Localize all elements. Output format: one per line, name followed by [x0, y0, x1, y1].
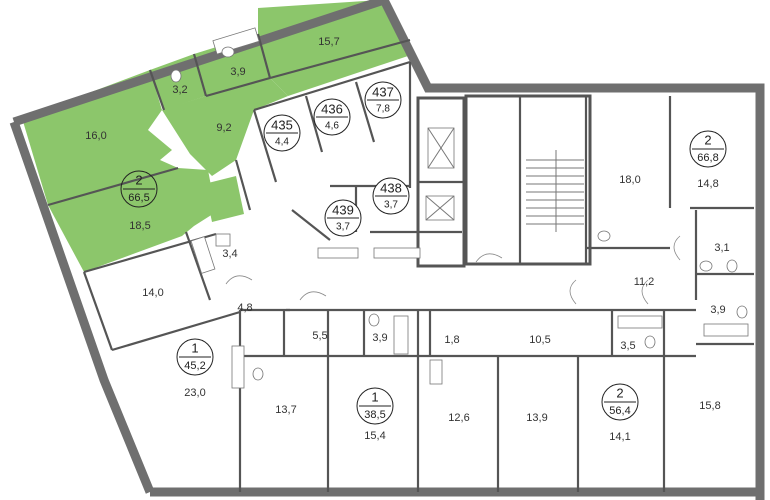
room-area-label: 3,4 [222, 248, 237, 260]
storage-number: 436 [321, 101, 343, 116]
storage-number: 437 [372, 84, 394, 99]
storage-439[interactable]: 439 3,7 [324, 199, 362, 237]
room-area-label: 12,6 [448, 412, 469, 424]
apartment-badge [120, 170, 158, 208]
apartment-rooms: 1 [371, 389, 378, 404]
room-hall-9-2 [162, 78, 288, 176]
storage-area: 7,8 [376, 104, 390, 115]
room-area-label: 14,1 [609, 431, 630, 443]
staircase [526, 150, 584, 232]
room-area-label: 3,9 [230, 66, 245, 78]
storage-area: 3,7 [336, 222, 350, 233]
interior-walls [47, 33, 754, 492]
apartment-total-area: 45,2 [184, 360, 205, 372]
storage-area: 4,6 [325, 121, 339, 132]
storage-units: 435 4,4 436 4,6 437 7,8 438 3,7 439 3,7 [263, 81, 410, 237]
room-area-label: 1,8 [444, 334, 459, 346]
room-area-label: 14,0 [142, 287, 163, 299]
storage-area: 3,7 [384, 200, 398, 211]
room-area-label: 15,8 [699, 400, 720, 412]
room-area-label: 11,2 [634, 276, 655, 288]
room-area-label: 15,7 [318, 36, 339, 48]
room-area-label: 18,0 [619, 174, 640, 186]
room-area-label: 4,8 [237, 302, 252, 314]
room-area-label: 9,2 [216, 122, 231, 134]
storage-number: 435 [271, 117, 293, 132]
room-area-label: 3,9 [710, 304, 725, 316]
room-area-label: 15,4 [364, 430, 385, 442]
apartment-total-area: 56,4 [609, 405, 630, 417]
room-area-label: 3,1 [714, 242, 729, 254]
room-kitchen-alcove [204, 176, 244, 222]
storage-436[interactable]: 436 4,6 [313, 98, 351, 136]
room-area-label: 3,2 [172, 84, 187, 96]
apartment-1-left[interactable]: 1 45,2 [176, 338, 214, 376]
apartment-2-upper-right[interactable]: 2 66,8 [689, 130, 727, 168]
apartment-rooms: 2 [704, 132, 711, 147]
outer-walls [9, 0, 765, 500]
sanitary-fixtures [170, 27, 749, 389]
apartment-rooms: 1 [191, 340, 198, 355]
room-area-label: 16,0 [85, 130, 106, 142]
apartment-1-center[interactable]: 1 38,5 [356, 387, 394, 425]
storage-437[interactable]: 437 7,8 [364, 81, 402, 119]
apartment-2-lower-right[interactable]: 2 56,4 [601, 383, 639, 421]
room-bath-3-9 [194, 34, 270, 96]
room-area-label: 13,9 [526, 412, 547, 424]
storage-438[interactable]: 438 3,7 [372, 177, 410, 215]
room-area-label: 13,7 [275, 404, 296, 416]
room-area-label: 3,9 [372, 332, 387, 344]
room-area-label: 18,5 [129, 220, 150, 232]
room-area-label: 14,8 [697, 178, 718, 190]
highlighted-apartment-labels: 15,7 3,9 3,2 16,0 9,2 2 66,5 18,5 [85, 36, 339, 232]
storage-number: 439 [332, 202, 354, 217]
apartment-rooms: 2 [616, 385, 623, 400]
apartment-rooms: 2 [135, 172, 142, 187]
storage-435[interactable]: 435 4,4 [263, 114, 301, 152]
apartment-total-area: 66,8 [697, 152, 718, 164]
room-area-label: 23,0 [184, 387, 205, 399]
room-area-label: 10,5 [529, 334, 550, 346]
storage-number: 438 [380, 180, 402, 195]
room-area-labels: 14,0 3,4 4,8 23,0 5,5 3,9 13,7 15,4 1,8 … [142, 174, 729, 443]
room-area-label: 5,5 [312, 330, 327, 342]
storage-area: 4,4 [275, 137, 289, 148]
apartment-total-area: 66,5 [128, 192, 149, 204]
door-swings [225, 235, 681, 305]
room-area-label: 3,5 [620, 340, 635, 352]
apartment-total-area: 38,5 [364, 409, 385, 421]
